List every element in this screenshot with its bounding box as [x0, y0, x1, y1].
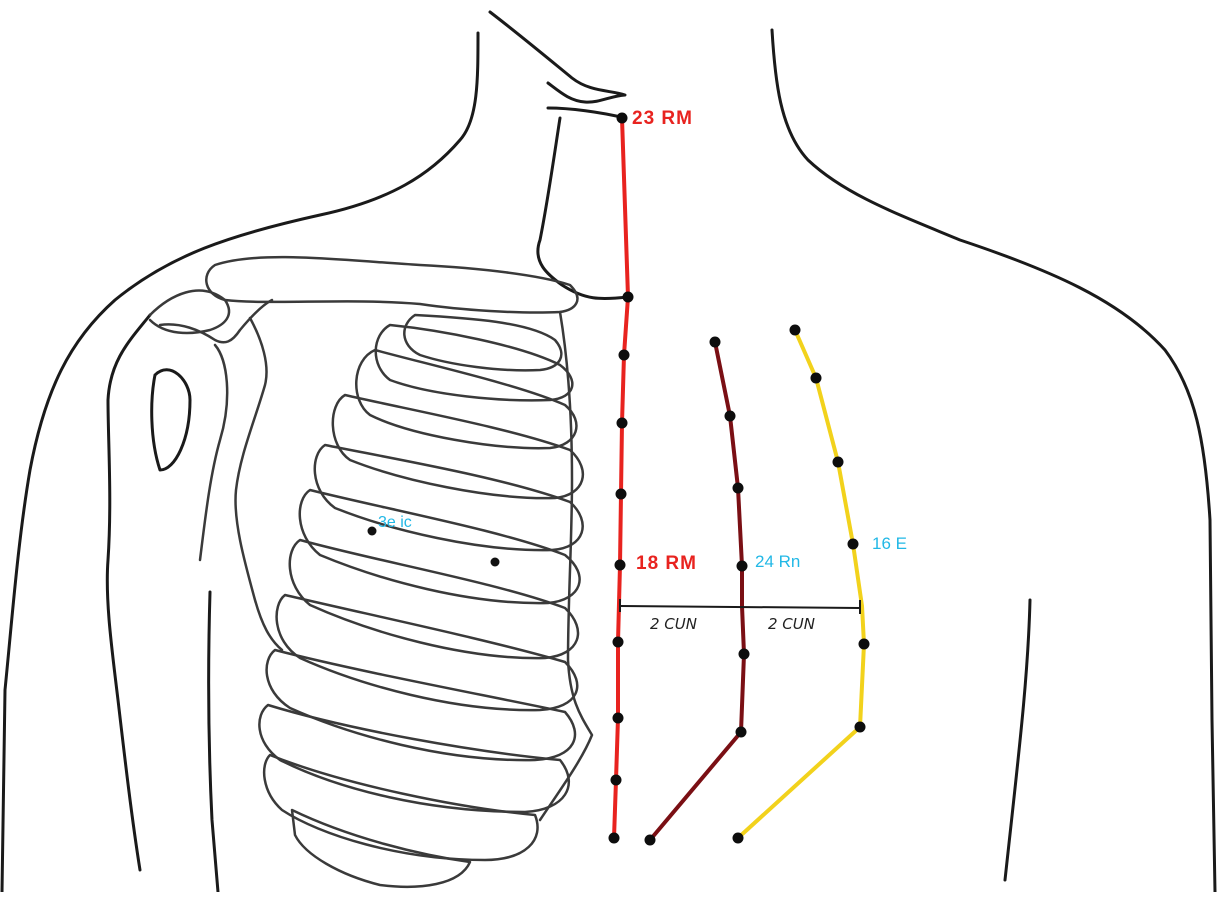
label-23-rm: 23 RM	[632, 108, 693, 130]
acupoint-e-6	[855, 722, 866, 733]
label-2-cun-right: 2 CUN	[768, 615, 815, 633]
right-arm-contour	[1005, 600, 1030, 880]
scapula-line	[235, 318, 282, 650]
body-outline	[2, 12, 1215, 892]
acupoint-e-5	[859, 639, 870, 650]
rib-7	[290, 540, 578, 658]
acupoint-rm-7	[613, 713, 624, 724]
clavicle	[206, 257, 577, 312]
label-16-e: 16 E	[872, 534, 907, 554]
acupoint-rm-9	[609, 833, 620, 844]
clavicle-and-bones	[150, 257, 592, 820]
acupoint-rn-3	[733, 483, 744, 494]
label-18-rm: 18 RM	[636, 553, 697, 575]
acupoint-rm-4	[616, 489, 627, 500]
acupoint-rm-3	[617, 418, 628, 429]
sternal-notch	[538, 108, 628, 299]
intercostal-point	[368, 527, 377, 536]
acupoint-rn-6	[736, 727, 747, 738]
acupoint-rn-2	[725, 411, 736, 422]
rib-4	[333, 395, 583, 498]
coracoid	[160, 300, 272, 342]
acupoint-rm-10	[617, 113, 628, 124]
acupoint-e-7	[733, 833, 744, 844]
rib-1	[404, 315, 561, 370]
left-arm-contour	[209, 592, 218, 892]
meridian-line-e	[738, 330, 864, 838]
sternum-edge	[540, 312, 592, 820]
acupoint-e-2	[811, 373, 822, 384]
label-2-cun-left: 2 CUN	[650, 615, 697, 633]
acupoint-rn-7	[645, 835, 656, 846]
acupoint-rm-8	[611, 775, 622, 786]
acupoint-e-1	[790, 325, 801, 336]
left-shoulder-joint	[107, 315, 190, 870]
label-24-rn: 24 Rn	[755, 552, 800, 572]
jaw-contour	[490, 12, 625, 102]
acupoint-rn-1	[710, 337, 721, 348]
acupoint-e-4	[848, 539, 859, 550]
acupoint-rm-2	[619, 350, 630, 361]
measure-line	[620, 606, 860, 608]
acupoint-rm-1	[623, 292, 634, 303]
rib-cage	[259, 315, 582, 887]
rib-9	[267, 650, 575, 760]
rib-8	[277, 595, 578, 710]
acupoint-rm-5	[615, 560, 626, 571]
meridian-line-rm	[614, 118, 628, 838]
acupoint-rn-5	[739, 649, 750, 660]
label-3e-ic: 3e ic	[378, 514, 412, 532]
rib-6	[300, 490, 580, 603]
nipple-point	[491, 558, 500, 567]
meridian-lines	[609, 113, 870, 846]
acupoint-rm-6	[613, 637, 624, 648]
acupoint-e-3	[833, 457, 844, 468]
acupoint-rn-4	[737, 561, 748, 572]
humerus-head	[200, 345, 227, 560]
